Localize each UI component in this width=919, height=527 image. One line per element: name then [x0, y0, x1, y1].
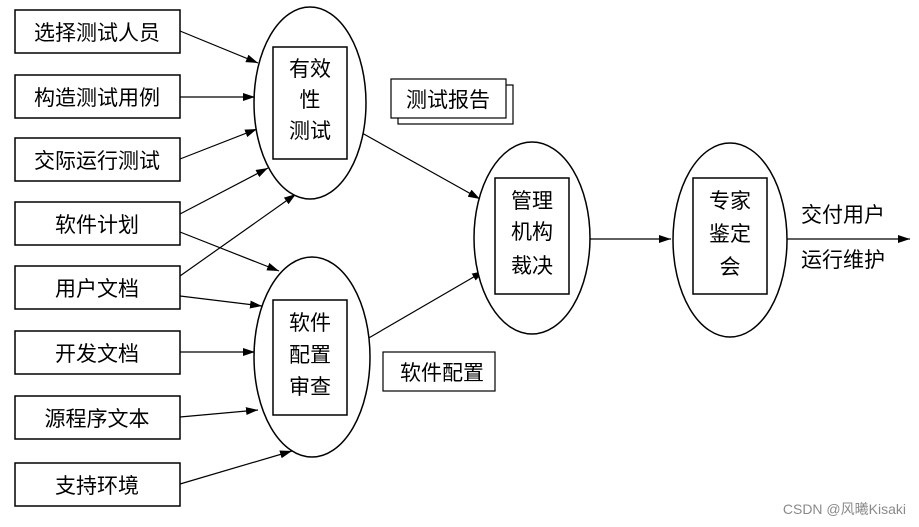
management-decision-line-1: 管理 [511, 189, 553, 213]
management-decision-line-3: 裁决 [511, 254, 553, 278]
arrow-plan-to-review [179, 231, 280, 272]
effectiveness-test-line-2: 性 [300, 88, 321, 112]
arrow-plan-to-test [179, 167, 269, 215]
process-management-decision: 管理 机构 裁决 [473, 141, 591, 335]
artifact-test-report: 测试报告 [390, 78, 514, 125]
watermark: CSDN @风曦Kisaki [783, 501, 906, 517]
input-software-plan: 软件计划 [14, 201, 181, 246]
input-cross-run-test-label: 交际运行测试 [34, 149, 160, 173]
management-decision-line-2: 机构 [511, 220, 553, 244]
input-user-docs: 用户文档 [14, 265, 181, 310]
input-support-env-label: 支持环境 [55, 474, 139, 498]
input-software-plan-label: 软件计划 [55, 213, 139, 237]
arrow-review-to-decision [366, 270, 485, 340]
arrow-cross-run-test [179, 128, 258, 160]
output-run-maintenance: 运行维护 [801, 248, 885, 272]
arrow-test-to-decision [361, 132, 481, 200]
expert-appraisal-line-2: 鉴定 [709, 222, 751, 246]
input-source-text: 源程序文本 [14, 395, 181, 440]
input-select-testers-label: 选择测试人员 [34, 21, 160, 45]
input-dev-docs: 开发文档 [14, 330, 181, 375]
software-config-label: 软件配置 [400, 361, 484, 385]
input-construct-cases: 构造测试用例 [14, 74, 181, 119]
effectiveness-test-line-1: 有效 [289, 57, 331, 81]
effectiveness-test-line-3: 测试 [289, 119, 331, 143]
arrow-select-testers [179, 30, 259, 64]
input-construct-cases-label: 构造测试用例 [34, 86, 160, 110]
arrow-userdocs-to-test [179, 193, 297, 277]
process-config-review: 软件 配置 审查 [253, 256, 371, 458]
input-dev-docs-label: 开发文档 [55, 342, 139, 366]
arrow-env-to-review [179, 450, 293, 485]
process-effectiveness-test: 有效 性 测试 [253, 6, 367, 200]
input-support-env: 支持环境 [14, 462, 181, 507]
arrow-userdocs-to-review [179, 295, 263, 309]
expert-appraisal-line-1: 专家 [709, 189, 751, 213]
input-user-docs-label: 用户文档 [55, 277, 139, 301]
expert-appraisal-line-3: 会 [720, 255, 741, 279]
input-source-text-label: 源程序文本 [45, 407, 150, 431]
config-review-line-3: 审查 [289, 375, 331, 399]
input-select-testers: 选择测试人员 [14, 9, 181, 54]
config-review-line-1: 软件 [289, 311, 331, 335]
output-deliver-to-user: 交付用户 [801, 203, 885, 227]
arrow-source-to-review [179, 407, 259, 418]
input-cross-run-test: 交际运行测试 [14, 137, 181, 182]
test-report-label: 测试报告 [406, 88, 490, 112]
artifact-software-config: 软件配置 [382, 351, 496, 392]
config-review-line-2: 配置 [289, 343, 331, 367]
process-expert-appraisal: 专家 鉴定 会 [672, 142, 788, 338]
